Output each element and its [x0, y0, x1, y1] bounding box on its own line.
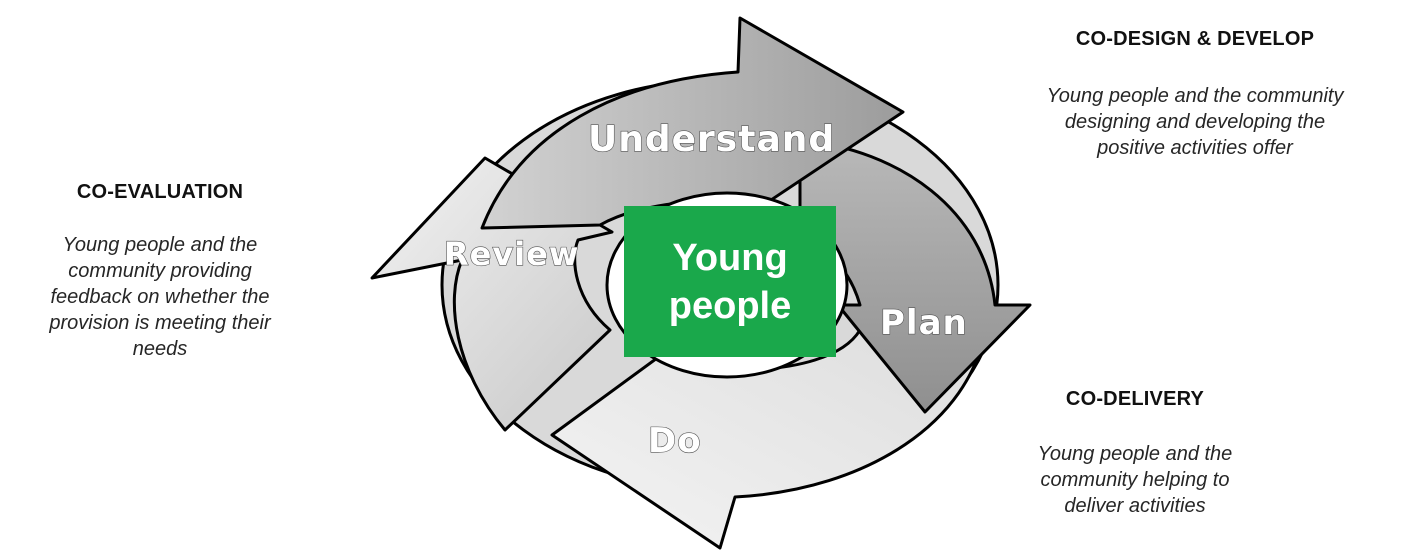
- co-evaluation-line-2: community providing: [68, 260, 252, 282]
- co-evaluation-line-1: Young people and the: [62, 234, 258, 256]
- co-design-heading: CO-DESIGN & DEVELOP: [1075, 28, 1315, 50]
- co-evaluation-block: CO-EVALUATION Young people and the commu…: [0, 181, 320, 362]
- co-delivery-line-1: Young people and the: [1037, 443, 1233, 465]
- center-line-2: people: [668, 284, 792, 327]
- co-delivery-line-2: community helping to: [1040, 469, 1230, 491]
- center-line-1: Young: [672, 236, 788, 279]
- plan-label: Plan: [880, 303, 968, 343]
- co-delivery-description: Young people and the community helping t…: [990, 441, 1280, 519]
- co-evaluation-description: Young people and the community providing…: [0, 232, 320, 362]
- review-label: Review: [444, 235, 579, 273]
- co-design-line-1: Young people and the community: [1046, 85, 1344, 107]
- co-evaluation-line-4: provision is meeting their: [49, 312, 271, 334]
- co-evaluation-line-3: feedback on whether the: [50, 286, 270, 308]
- co-evaluation-line-5: needs: [132, 338, 188, 360]
- do-label: Do: [648, 421, 702, 461]
- co-design-line-3: positive activities offer: [1097, 137, 1293, 159]
- center-box: Young people: [624, 206, 836, 357]
- co-delivery-block: CO-DELIVERY Young people and the communi…: [990, 388, 1280, 519]
- co-design-block: CO-DESIGN & DEVELOP Young people and the…: [1000, 28, 1390, 161]
- co-delivery-heading: CO-DELIVERY: [1065, 388, 1205, 410]
- co-evaluation-heading: CO-EVALUATION: [76, 181, 244, 203]
- co-delivery-line-3: deliver activities: [1064, 495, 1206, 517]
- co-design-line-2: designing and developing the: [1064, 111, 1326, 133]
- co-design-description: Young people and the community designing…: [1000, 83, 1390, 161]
- understand-label: Understand: [588, 119, 835, 160]
